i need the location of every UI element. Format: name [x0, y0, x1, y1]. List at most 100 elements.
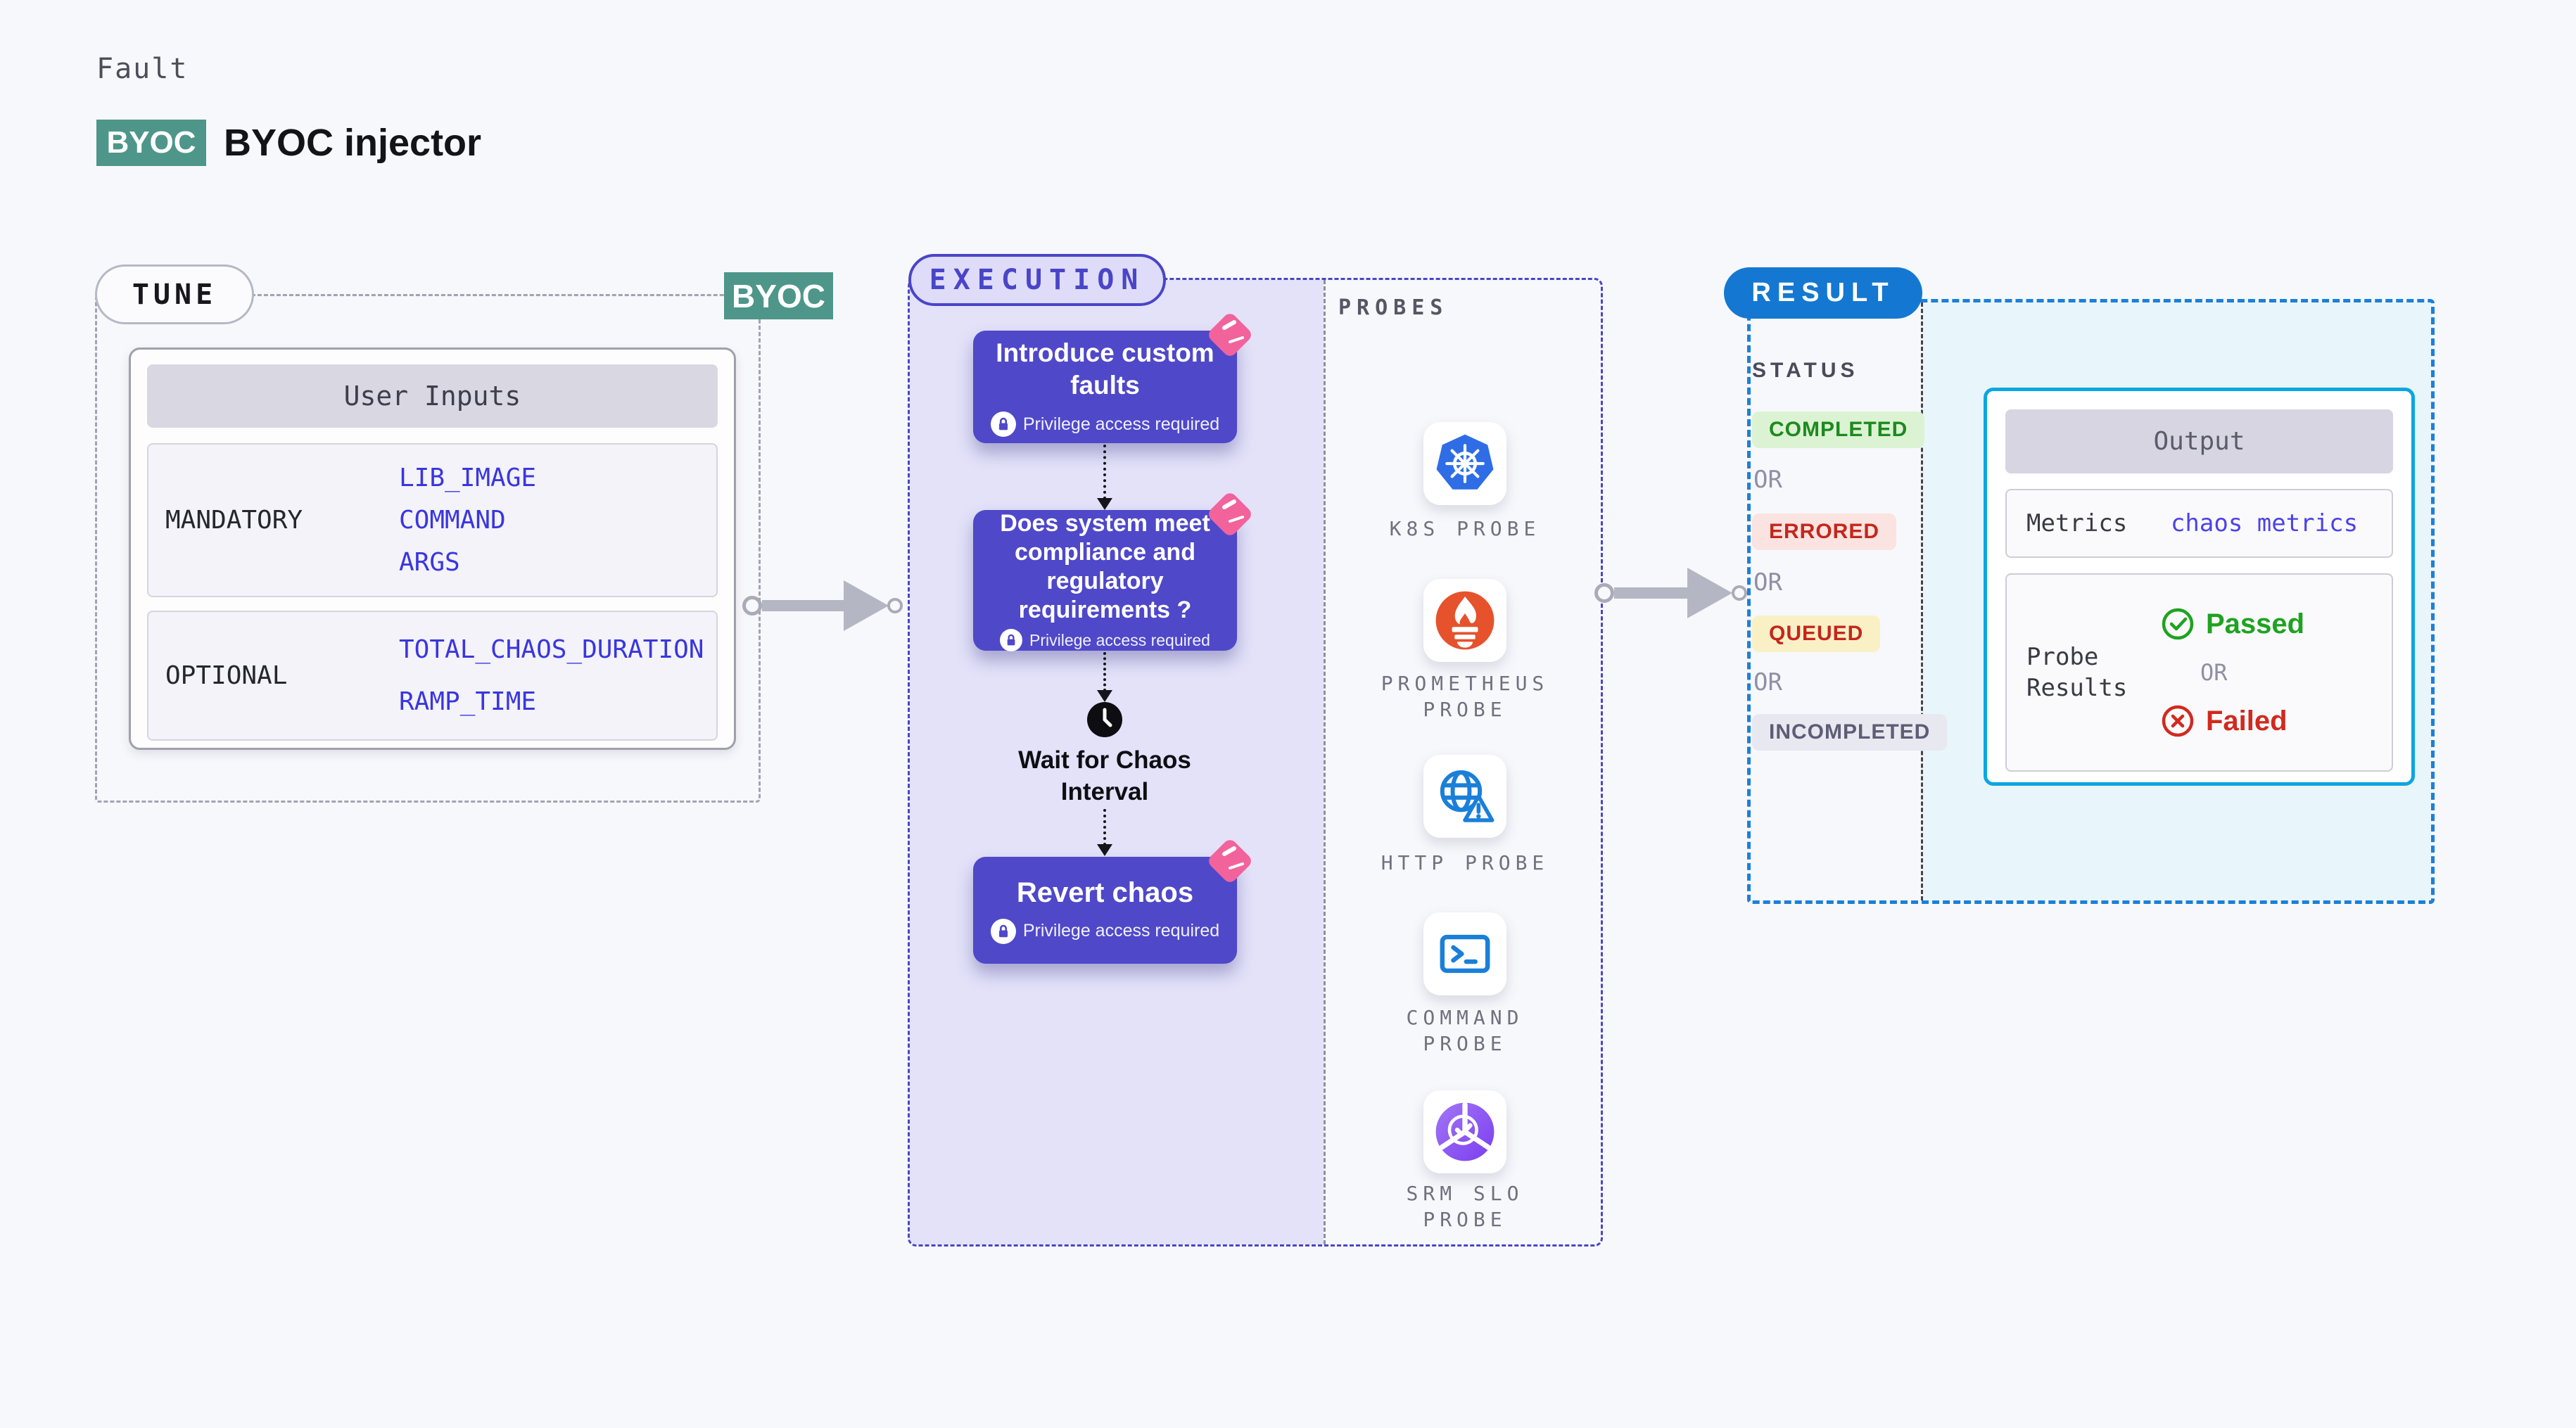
probe-tile-prometheus [1423, 579, 1506, 662]
lock-icon [990, 412, 1016, 437]
kubernetes-icon [1436, 434, 1494, 490]
result-divider [1921, 302, 1923, 900]
http-icon [1440, 770, 1495, 822]
connector-dot [1732, 585, 1747, 601]
failed-text: Failed [2206, 705, 2288, 737]
probe-label: COMMAND PROBE [1338, 1005, 1592, 1057]
chaos-icon [1209, 840, 1251, 882]
probe-tile-command [1423, 912, 1506, 995]
passed-check-icon [2162, 608, 2194, 640]
byoc-corner-badge: BYOC [724, 272, 833, 319]
clock-icon [1087, 702, 1122, 737]
page-title: BYOC injector [224, 122, 482, 164]
flow-connector [1103, 445, 1106, 499]
metrics-row: Metrics chaos metrics [2005, 489, 2393, 558]
metrics-value: chaos metrics [2170, 509, 2359, 537]
arrow-shaft [762, 600, 844, 611]
row-values: TOTAL_CHAOS_DURATION RAMP_TIME [399, 612, 704, 739]
probe-tile-k8s [1423, 422, 1506, 505]
arrow-shaft [1614, 587, 1687, 599]
probe-label-line: K8S PROBE [1389, 517, 1541, 540]
probe-label-line: PROBE [1423, 698, 1507, 721]
env-var: LIB_IMAGE [399, 463, 537, 492]
env-var: TOTAL_CHAOS_DURATION [399, 635, 704, 665]
privilege-note-text: Privilege access required [1029, 630, 1210, 649]
probe-label: HTTP PROBE [1338, 850, 1592, 876]
node-title-line: Introduce custom [996, 338, 1214, 367]
srm-slo-icon [1435, 1102, 1495, 1161]
probe-label-line: PROMETHEUS [1381, 672, 1549, 695]
flow-connector-arrowhead [1097, 844, 1112, 856]
fault-eyebrow: Fault [96, 53, 189, 85]
execution-section-label: EXECUTION [908, 254, 1166, 306]
prometheus-icon [1435, 591, 1495, 650]
wait-label-line: Wait for Chaos [1018, 746, 1191, 774]
wait-step-label: Wait for Chaos Interval [999, 744, 1210, 808]
node-compliance-question: Does system meet compliance and regulato… [973, 493, 1251, 651]
status-heading: STATUS [1752, 359, 1859, 382]
chaos-icon [1209, 314, 1251, 356]
arrow-head-icon [1687, 568, 1732, 618]
table-row-mandatory: MANDATORY LIB_IMAGE COMMAND ARGS [147, 443, 718, 597]
privilege-note: Privilege access required [990, 918, 1219, 944]
probes-section-label: PROBES [1338, 295, 1449, 320]
table-row-optional: OPTIONAL TOTAL_CHAOS_DURATION RAMP_TIME [147, 611, 718, 741]
or-separator: OR [2200, 659, 2228, 686]
execution-section-box [908, 278, 1603, 1247]
probe-label: PROMETHEUS PROBE [1338, 670, 1592, 722]
flow-connector-arrowhead [1097, 690, 1112, 702]
chaos-icon [1209, 493, 1251, 535]
command-icon [1440, 934, 1490, 974]
flow-connector [1103, 809, 1106, 846]
probe-results-label-line: Results [2026, 674, 2128, 702]
env-var: RAMP_TIME [399, 687, 537, 716]
env-var: COMMAND [399, 505, 506, 535]
node-title-line: Revert chaos [1016, 876, 1194, 908]
failed-x-icon [2162, 705, 2194, 737]
node-title-line: Does system meet [1000, 510, 1210, 537]
connector-dot [742, 596, 762, 616]
probe-label-line: PROBE [1423, 1032, 1507, 1055]
connector-dot [1594, 583, 1614, 603]
output-card: Output Metrics chaos metrics Probe Resul… [1984, 388, 2415, 786]
or-separator: OR [1753, 668, 1782, 696]
output-header: Output [2005, 409, 2393, 473]
probe-label-line: PROBE [1423, 1208, 1507, 1231]
tune-section-label: TUNE [95, 264, 254, 324]
status-badge-queued: QUEUED [1752, 616, 1881, 652]
probe-label-line: SRM SLO [1406, 1182, 1524, 1205]
probe-results-row: Probe Results Passed OR Failed [2005, 573, 2393, 772]
row-label: OPTIONAL [165, 661, 288, 690]
probe-tile-http [1423, 755, 1506, 838]
result-section-box [1747, 299, 2435, 904]
lock-icon [990, 918, 1016, 944]
probe-label: SRM SLO PROBE [1338, 1180, 1592, 1232]
probe-label-line: COMMAND [1406, 1006, 1524, 1029]
privilege-note: Privilege access required [1000, 629, 1210, 651]
probe-label: K8S PROBE [1338, 516, 1592, 542]
status-badge-errored: ERRORED [1752, 514, 1897, 550]
tune-section-box [95, 294, 761, 803]
flow-connector-arrowhead [1097, 498, 1112, 510]
status-badge-completed: COMPLETED [1752, 412, 1925, 448]
node-introduce-custom-faults: Introduce custom faults Privilege access… [973, 314, 1251, 443]
node-title-line: compliance and [1015, 539, 1195, 566]
node-title-line: regulatory [1046, 568, 1164, 594]
wait-label-line: Interval [1060, 778, 1149, 805]
flow-connector [1103, 652, 1106, 691]
byoc-logo-badge: BYOC [96, 120, 206, 166]
env-var: ARGS [399, 548, 460, 578]
arrow-head-icon [844, 580, 889, 631]
row-values: LIB_IMAGE COMMAND ARGS [399, 445, 536, 596]
passed-result: Passed [2161, 607, 2304, 641]
metrics-label: Metrics [2026, 509, 2128, 537]
status-badge-incompleted: INCOMPLETED [1752, 714, 1948, 751]
probe-results-values: Passed OR Failed [2137, 607, 2392, 738]
node-title-line: faults [1070, 371, 1140, 400]
privilege-note-text: Privilege access required [1022, 414, 1220, 434]
privilege-note: Privilege access required [990, 412, 1220, 437]
result-section-label: RESULT [1724, 267, 1922, 319]
probe-tile-srm-slo [1423, 1090, 1506, 1173]
passed-text: Passed [2206, 608, 2305, 639]
failed-result: Failed [2161, 704, 2288, 738]
